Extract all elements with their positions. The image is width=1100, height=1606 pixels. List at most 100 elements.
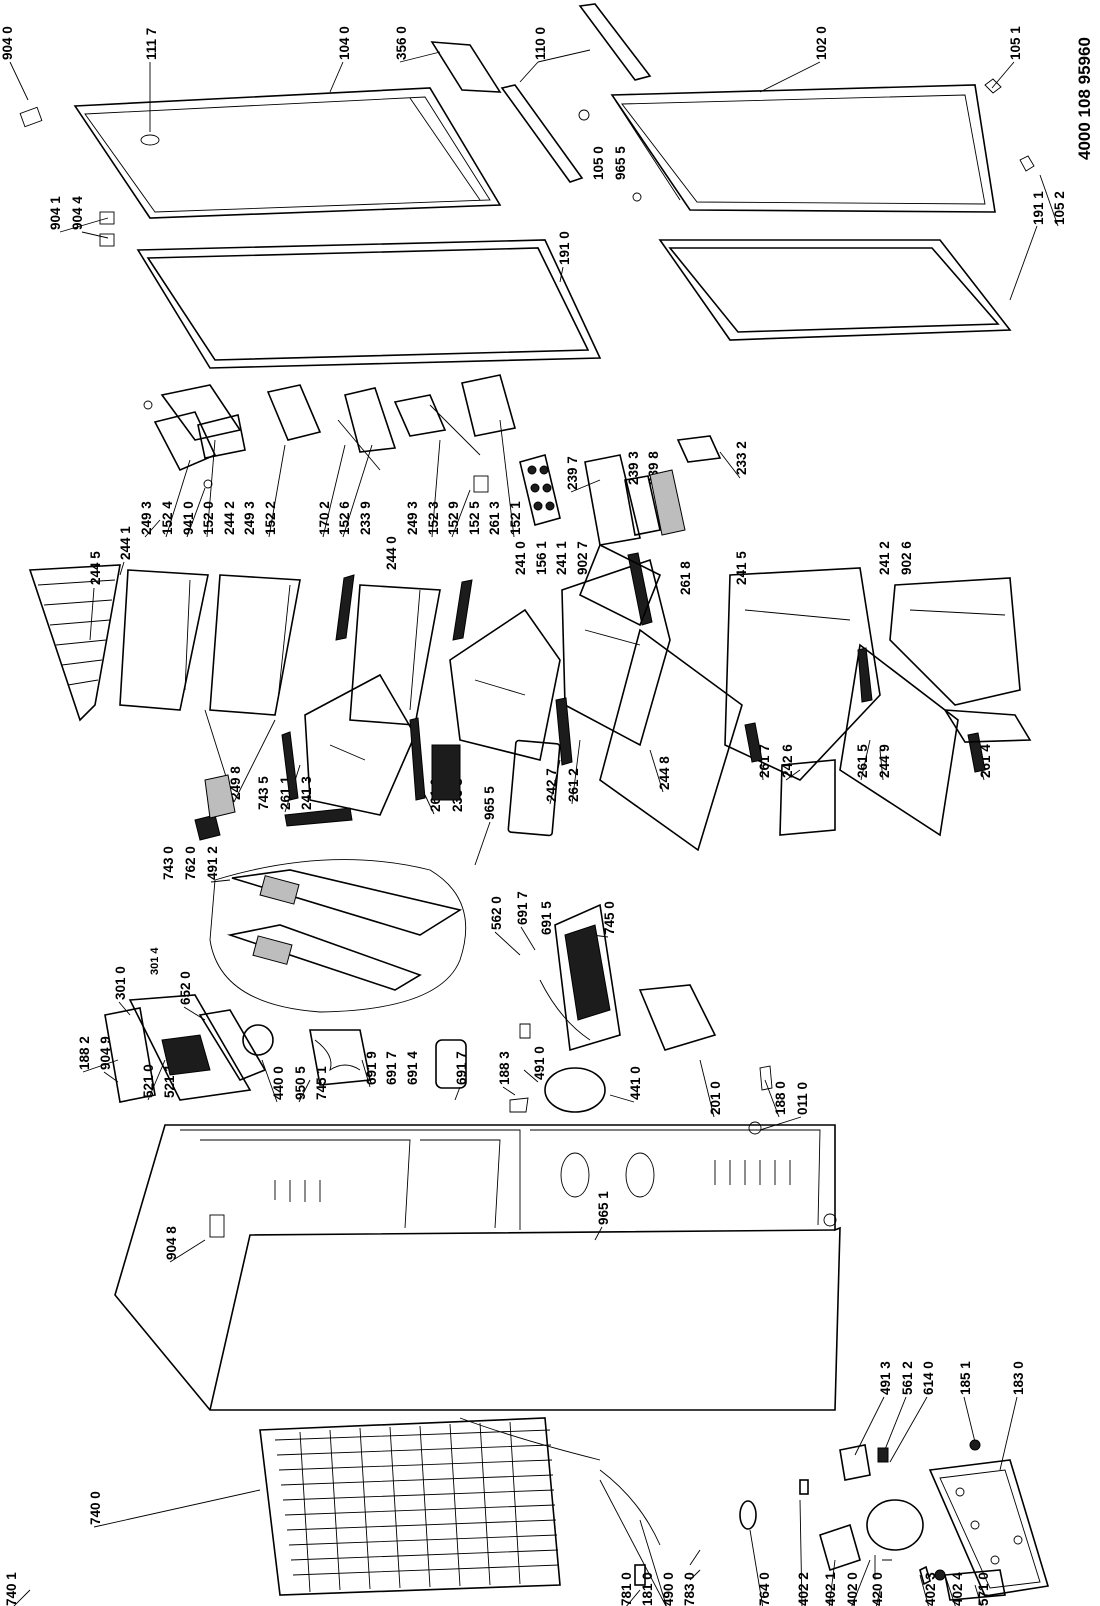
label-950-5: 950 5 xyxy=(293,1066,308,1100)
label-170-2: 170 2 xyxy=(317,501,332,535)
label-402-2: 402 2 xyxy=(796,1572,811,1606)
label-241-3: 241 3 xyxy=(299,776,314,810)
label-241-0: 241 0 xyxy=(513,541,528,575)
document-number: 4000 108 95960 xyxy=(1075,37,1094,160)
door-bins xyxy=(143,374,517,493)
label-491-2: 491 2 xyxy=(205,846,220,880)
label-241-2: 241 2 xyxy=(877,541,892,575)
label-402-4: 402 4 xyxy=(950,1572,965,1606)
condenser-740-0 xyxy=(259,1417,561,1596)
label-691-7-b: 691 7 xyxy=(384,1051,399,1085)
label-941-0: 941 0 xyxy=(181,501,196,535)
label-244-0: 244 0 xyxy=(384,536,399,570)
label-743-5: 743 5 xyxy=(256,776,271,810)
label-652-0: 652 0 xyxy=(178,971,193,1005)
door-hinges-and-handles xyxy=(19,3,1035,247)
label-904-1: 904 1 xyxy=(48,196,63,230)
label-188-2: 188 2 xyxy=(77,1036,92,1070)
egg-tray-and-boxes xyxy=(519,435,1032,743)
label-745-0: 745 0 xyxy=(602,901,617,935)
label-904-4: 904 4 xyxy=(70,196,85,230)
label-242-6: 242 6 xyxy=(780,744,795,778)
part-labels: 904 0 111 7 104 0 356 0 110 0 102 0 105 … xyxy=(0,26,1094,1606)
label-249-3-a: 249 3 xyxy=(139,501,154,535)
label-241-1: 241 1 xyxy=(554,541,569,575)
control-housing-301-0 xyxy=(104,994,773,1135)
label-261-5: 261 5 xyxy=(855,744,870,778)
label-181-0: 181 0 xyxy=(640,1572,655,1606)
label-244-1: 244 1 xyxy=(118,526,133,560)
air-duct-assembly-743-0 xyxy=(194,774,467,1013)
drawer-rails xyxy=(281,552,986,801)
gasket-191-1 xyxy=(658,239,1012,341)
label-614-0: 614 0 xyxy=(921,1361,936,1395)
base-plate-183-0 xyxy=(928,1459,1050,1597)
label-691-5: 691 5 xyxy=(539,901,554,935)
label-441-0: 441 0 xyxy=(628,1066,643,1100)
label-301-4: 301 4 xyxy=(149,947,161,975)
label-105-0: 105 0 xyxy=(591,146,606,180)
label-105-1: 105 1 xyxy=(1008,26,1023,60)
label-152-1: 152 1 xyxy=(508,501,523,535)
label-201-0: 201 0 xyxy=(708,1081,723,1115)
label-491-0: 491 0 xyxy=(532,1046,547,1080)
label-902-7: 902 7 xyxy=(575,541,590,575)
label-691-9: 691 9 xyxy=(364,1051,379,1085)
label-301-0: 301 0 xyxy=(113,966,128,1000)
wine-rack-244-5 xyxy=(28,564,121,722)
label-191-1: 191 1 xyxy=(1031,191,1046,225)
label-239-7: 239 7 xyxy=(565,456,580,490)
label-244-9: 244 9 xyxy=(877,744,892,778)
label-233-2: 233 2 xyxy=(734,441,749,475)
label-781-0: 781 0 xyxy=(619,1572,634,1606)
label-561-2: 561 2 xyxy=(900,1361,915,1395)
label-356-0: 356 0 xyxy=(394,26,409,60)
label-521-0: 521 0 xyxy=(141,1064,156,1098)
label-691-4: 691 4 xyxy=(405,1051,420,1085)
label-104-0: 104 0 xyxy=(337,26,352,60)
label-691-7-a: 691 7 xyxy=(515,891,530,925)
label-571-0: 571 0 xyxy=(976,1572,991,1606)
label-783-0: 783 0 xyxy=(682,1572,697,1606)
compressor-area xyxy=(459,1417,1006,1601)
lower-door-102-0 xyxy=(610,84,996,213)
label-261-3: 261 3 xyxy=(487,501,502,535)
label-188-3: 188 3 xyxy=(497,1051,512,1085)
label-183-0: 183 0 xyxy=(1011,1361,1026,1395)
label-239-3: 239 3 xyxy=(626,451,641,485)
label-156-1: 156 1 xyxy=(534,541,549,575)
label-244-5: 244 5 xyxy=(88,551,103,585)
label-762-0: 762 0 xyxy=(183,846,198,880)
label-745-1: 745 1 xyxy=(314,1066,329,1100)
label-965-5-b: 965 5 xyxy=(482,786,497,820)
label-491-3: 491 3 xyxy=(878,1361,893,1395)
label-490-0: 490 0 xyxy=(661,1572,676,1606)
label-152-6: 152 6 xyxy=(337,501,352,535)
label-152-5: 152 5 xyxy=(467,501,482,535)
label-740-1: 740 1 xyxy=(4,1572,19,1606)
label-740-0: 740 0 xyxy=(88,1491,103,1525)
label-402-1: 402 1 xyxy=(823,1572,838,1606)
label-011-0: 011 0 xyxy=(795,1082,810,1115)
label-249-3-b: 249 3 xyxy=(242,501,257,535)
cabinet xyxy=(114,1124,841,1411)
label-440-0: 440 0 xyxy=(271,1066,286,1100)
label-904-9: 904 9 xyxy=(98,1036,113,1070)
label-562-0: 562 0 xyxy=(489,896,504,930)
label-402-0: 402 0 xyxy=(845,1572,860,1606)
label-244-2: 244 2 xyxy=(222,501,237,535)
crisper-drawers xyxy=(304,558,1021,837)
label-420-0: 420 0 xyxy=(870,1572,885,1606)
label-965-5: 965 5 xyxy=(613,146,628,180)
label-188-0: 188 0 xyxy=(773,1081,788,1115)
label-185-1: 185 1 xyxy=(958,1361,973,1395)
label-904-8: 904 8 xyxy=(164,1226,179,1260)
label-249-3-c: 249 3 xyxy=(405,501,420,535)
label-241-5: 241 5 xyxy=(734,551,749,585)
label-402-3: 402 3 xyxy=(923,1572,938,1606)
gasket-191-0 xyxy=(136,239,602,369)
label-244-8: 244 8 xyxy=(657,756,672,790)
glass-shelves xyxy=(119,569,959,852)
label-743-0: 743 0 xyxy=(161,846,176,880)
